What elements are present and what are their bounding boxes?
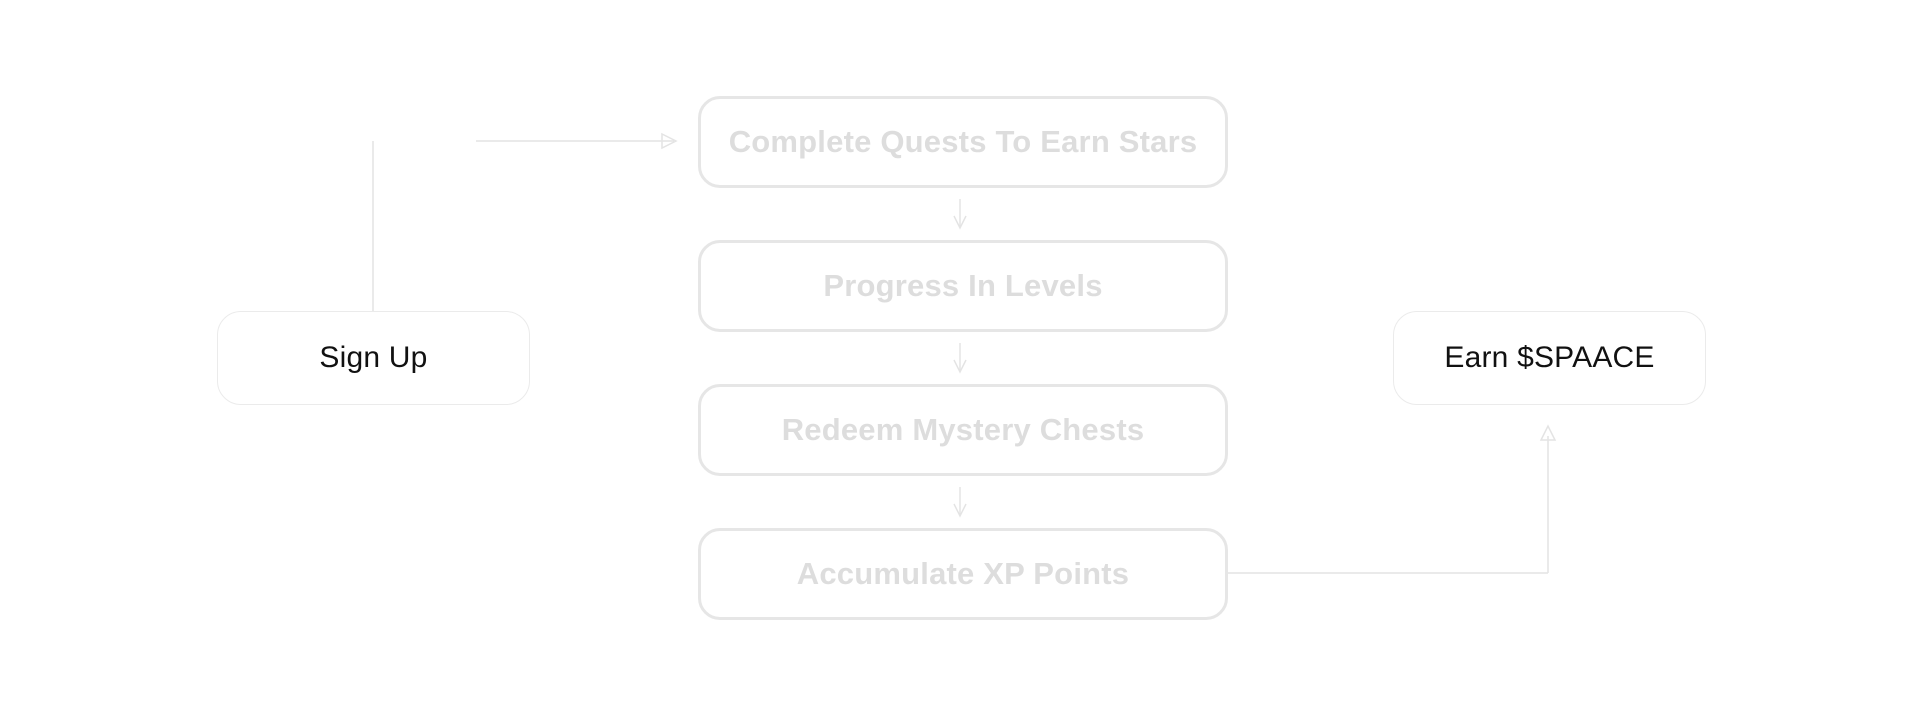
step-node-complete-quests: Complete Quests To Earn Stars: [698, 96, 1228, 188]
earn-node: Earn $SPAACE: [1393, 311, 1706, 405]
sign-up-node: Sign Up: [217, 311, 530, 405]
arrowhead-to-step-4: [953, 503, 967, 518]
step-node-redeem-chests: Redeem Mystery Chests: [698, 384, 1228, 476]
step-label: Complete Quests To Earn Stars: [728, 124, 1198, 159]
step-node-accumulate-xp: Accumulate XP Points: [698, 528, 1228, 620]
step-label: Redeem Mystery Chests: [781, 412, 1145, 447]
arrowhead-to-step-2: [953, 215, 967, 230]
step-label: Progress In Levels: [823, 268, 1103, 303]
arrowhead-to-step-1: [661, 132, 678, 150]
earn-label: Earn $SPAACE: [1444, 341, 1655, 374]
arrowhead-to-earn: [1539, 424, 1557, 441]
step-node-progress-levels: Progress In Levels: [698, 240, 1228, 332]
step-label: Accumulate XP Points: [796, 556, 1130, 591]
sign-up-label: Sign Up: [319, 341, 428, 374]
arrowhead-to-step-3: [953, 359, 967, 374]
